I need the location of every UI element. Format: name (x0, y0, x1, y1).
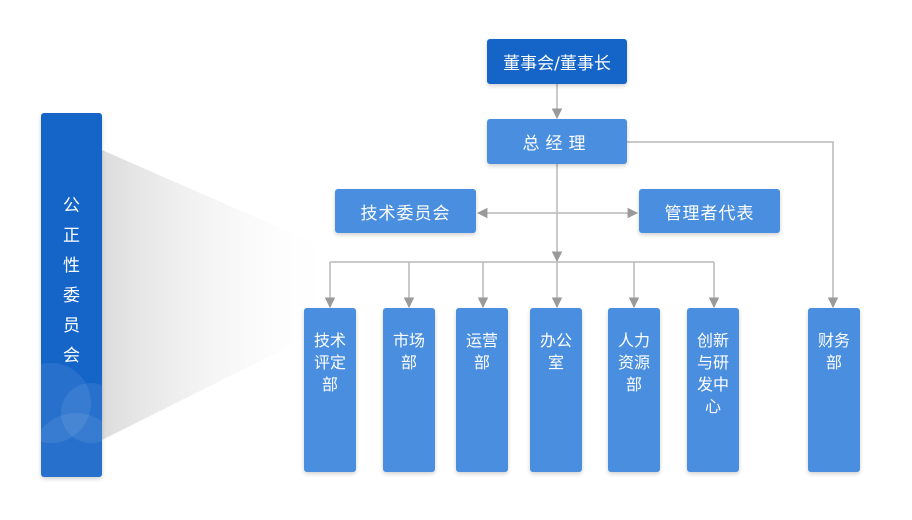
department-label: 创新与研发中心 (696, 331, 729, 416)
general-manager-label: 总经理 (522, 134, 592, 154)
finance-department-box: 财务部 (808, 308, 860, 472)
department-label: 运营部 (465, 331, 498, 372)
department-label: 财务部 (817, 331, 850, 372)
general-manager-box: 总经理 (487, 119, 627, 164)
management-rep-label: 管理者代表 (664, 203, 755, 224)
tech-committee-box: 技术委员会 (335, 189, 476, 233)
fairness-committee-box: 公正性委员会 (41, 113, 102, 477)
department-label: 办公室 (539, 331, 572, 372)
department-label: 技术评定部 (313, 331, 346, 394)
board-chairman-label: 董事会/董事长 (503, 54, 611, 74)
department-box: 市场部 (383, 308, 435, 472)
department-box: 办公室 (530, 308, 582, 472)
tech-committee-label: 技术委员会 (360, 203, 451, 224)
department-box: 技术评定部 (304, 308, 356, 472)
arrow-gm-to-finance (627, 141, 839, 309)
management-rep-box: 管理者代表 (639, 189, 780, 233)
department-box: 创新与研发中心 (687, 308, 739, 472)
department-label: 人力资源部 (617, 331, 650, 394)
board-chairman-box: 董事会/董事长 (487, 39, 627, 84)
department-label: 市场部 (392, 331, 425, 372)
department-box: 运营部 (456, 308, 508, 472)
fairness-committee-label: 公正性委员会 (63, 196, 80, 366)
projection-beam (102, 150, 342, 440)
department-box: 人力资源部 (608, 308, 660, 472)
